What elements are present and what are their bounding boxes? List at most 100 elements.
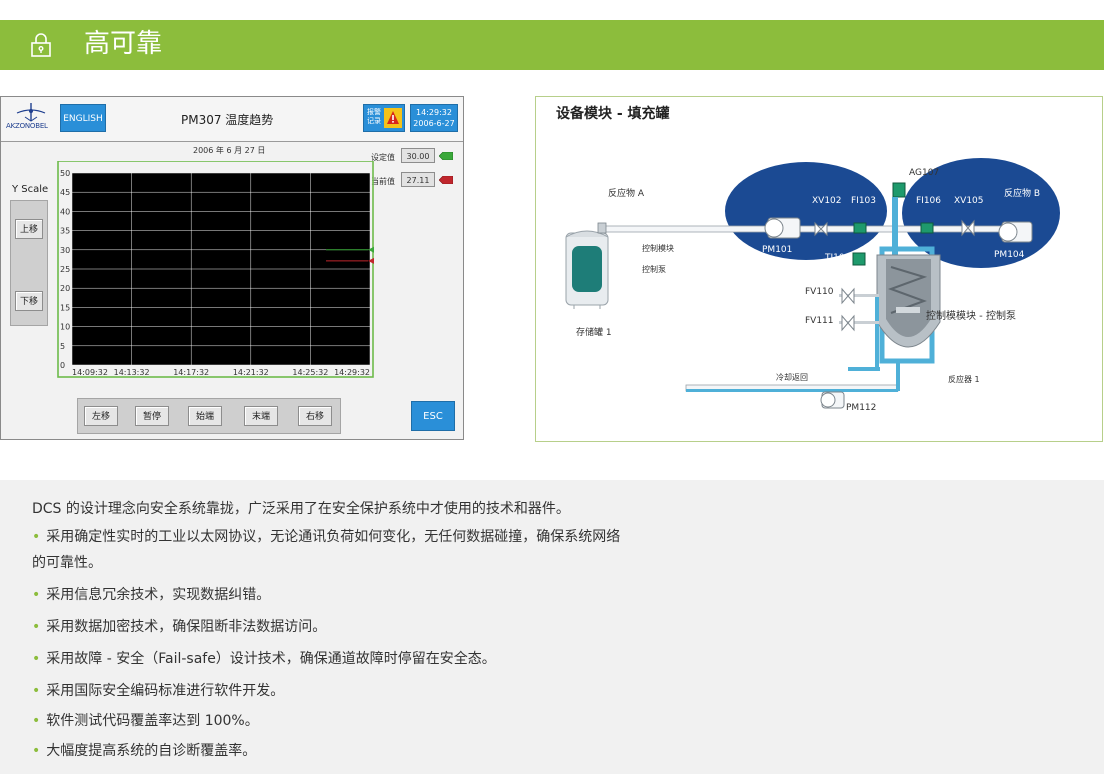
process-diagram: 反应物 A 反应物 B XV102 FI103 AG107 FI106 XV10… [565, 158, 1060, 413]
agitator-ag107 [892, 182, 906, 309]
y-tick-label: 10 [60, 323, 70, 332]
akzonobel-logo [16, 103, 46, 122]
intro-text: DCS 的设计理念向安全系统靠拢，广泛采用了在安全保护系统中才使用的技术和器件。 [32, 501, 570, 517]
alarm-record-label: 报警记录 [367, 108, 381, 125]
bullet-dot-icon: • [32, 529, 41, 545]
y-tick-label: 5 [60, 342, 65, 351]
bullet-item: • 采用确定性实时的工业以太网协议，无论通讯负荷如何变化，无任何数据碰撞，确保系统… [32, 526, 620, 548]
bullet-item: • 采用国际安全编码标准进行软件开发。 [32, 680, 284, 702]
label-pm112: PM112 [846, 403, 876, 413]
bullet-text: 采用信息冗余技术，实现数据纠错。 [46, 587, 271, 603]
y-tick-label: 50 [60, 169, 70, 178]
clock-display: 14:29:32 2006-6-27 [410, 104, 458, 132]
diagram-title: 设备模块 - 填充罐 [556, 106, 670, 122]
y-tick-label: 0 [60, 361, 65, 370]
current-value-label: 当前值 [371, 177, 395, 186]
nav-button[interactable]: 右移 [298, 406, 332, 426]
bullet-text: 的可靠性。 [32, 555, 102, 571]
series-marker [368, 246, 374, 253]
nav-button[interactable]: 始端 [188, 406, 222, 426]
label-pm101: PM101 [762, 245, 792, 255]
clock-time: 14:29:32 [416, 108, 452, 117]
nav-button[interactable]: 末端 [244, 406, 278, 426]
reactant-a-vessel [725, 162, 887, 260]
bullet-text: 采用数据加密技术，确保阻断非法数据访问。 [46, 619, 327, 635]
section-banner: 高可靠 [0, 20, 1104, 70]
description-section: DCS 的设计理念向安全系统靠拢，广泛采用了在安全保护系统中才使用的技术和器件。… [0, 480, 1104, 774]
bullet-dot-icon: • [32, 683, 41, 699]
current-marker-icon [439, 176, 453, 184]
label-tank: 存储罐 1 [576, 326, 612, 338]
bullet-continuation: 的可靠性。 [32, 552, 102, 574]
temperature-sensor-ti109 [852, 252, 866, 266]
label-control-pump: 控制泵 [642, 264, 666, 274]
setpoint-label: 设定值 [371, 153, 395, 162]
label-module-pump: 控制模模块 - 控制泵 [926, 309, 1016, 322]
y-tick-label: 40 [60, 207, 70, 216]
scroll-down-button[interactable]: 下移 [15, 291, 43, 311]
label-pm104: PM104 [994, 250, 1025, 260]
reactor-1 [876, 246, 941, 364]
chart-frame [57, 161, 374, 378]
label-fi103: FI103 [851, 196, 876, 206]
hmi-header: AKZONOBEL ENGLISH PM307 温度趋势 报警记录 14:29:… [1, 97, 463, 142]
label-fv111: FV111 [805, 316, 834, 326]
bullet-text: 采用确定性实时的工业以太网协议，无论通讯负荷如何变化，无任何数据碰撞，确保系统网… [46, 529, 621, 545]
label-ti109: TI109 [824, 253, 851, 263]
label-ag107: AG107 [909, 168, 939, 178]
lock-icon [31, 33, 51, 57]
label-reactant-b: 反应物 B [1004, 187, 1040, 199]
y-tick-label: 45 [60, 188, 70, 197]
bullet-text: 大幅度提高系统的自诊断覆盖率。 [46, 743, 257, 759]
series-marker [368, 257, 374, 264]
alarm-record-button[interactable]: 报警记录 [363, 104, 405, 132]
bullet-text: 采用国际安全编码标准进行软件开发。 [46, 683, 285, 699]
x-tick-label: 14:17:32 [173, 368, 209, 377]
bullet-text: 采用故障 - 安全（Fail-safe）设计技术，确保通道故障时停留在安全态。 [46, 651, 496, 667]
valve-fv110 [839, 287, 879, 305]
esc-button[interactable]: ESC [411, 401, 455, 431]
label-control-module: 控制模块 [642, 243, 674, 253]
bullet-item: • 采用故障 - 安全（Fail-safe）设计技术，确保通道故障时停留在安全态。 [32, 648, 496, 670]
cooling-pipe-vertical [875, 297, 879, 371]
y-scale-label: Y Scale [12, 184, 49, 195]
nav-button[interactable]: 暂停 [135, 406, 169, 426]
bullet-item: •大幅度提高系统的自诊断覆盖率。 [32, 740, 256, 762]
x-tick-label: 14:13:32 [114, 368, 150, 377]
flow-meter-fi103 [853, 222, 867, 234]
pump-pm112 [820, 391, 845, 409]
reactor-outlet-pipe [896, 359, 900, 391]
bullet-dot-icon: • [32, 619, 41, 635]
y-tick-label: 25 [60, 265, 70, 274]
x-tick-label: 14:09:32 [72, 368, 108, 377]
bullet-text: 软件测试代码覆盖率达到 100%。 [46, 713, 259, 729]
nav-button[interactable]: 左移 [84, 406, 118, 426]
banner-title: 高可靠 [84, 29, 163, 59]
bullet-dot-icon: • [32, 651, 41, 667]
setpoint-value: 30.00 [401, 148, 435, 163]
chart-date: 2006 年 6 月 27 日 [193, 146, 266, 155]
english-button[interactable]: ENGLISH [60, 104, 106, 132]
logo-text: AKZONOBEL [6, 122, 48, 130]
label-reactor: 反应器 1 [948, 374, 980, 384]
cooling-pipe-side [848, 367, 880, 371]
x-tick-label: 14:21:32 [233, 368, 269, 377]
bullet-dot-icon: • [32, 713, 41, 729]
y-tick-label: 15 [60, 303, 70, 312]
pump-pm101 [764, 217, 801, 239]
scroll-up-button[interactable]: 上移 [15, 219, 43, 239]
setpoint-marker-icon [439, 152, 453, 160]
cooling-return-pipe-blue [686, 389, 898, 392]
flow-meter-fi106 [920, 222, 934, 234]
alarm-bell-icon [384, 108, 402, 128]
clock-date: 2006-6-27 [413, 119, 455, 128]
label-reactant-a: 反应物 A [608, 187, 645, 199]
y-tick-label: 30 [60, 246, 70, 255]
trend-nav-bar: 左移暂停始端 末端右移 [77, 398, 341, 434]
y-scale-controls: 上移 下移 [10, 200, 48, 326]
valve-xv105 [961, 219, 975, 237]
hmi-trend-screen: AKZONOBEL ENGLISH PM307 温度趋势 报警记录 14:29:… [0, 96, 464, 440]
y-tick-label: 35 [60, 227, 70, 236]
label-fv110: FV110 [805, 287, 834, 297]
